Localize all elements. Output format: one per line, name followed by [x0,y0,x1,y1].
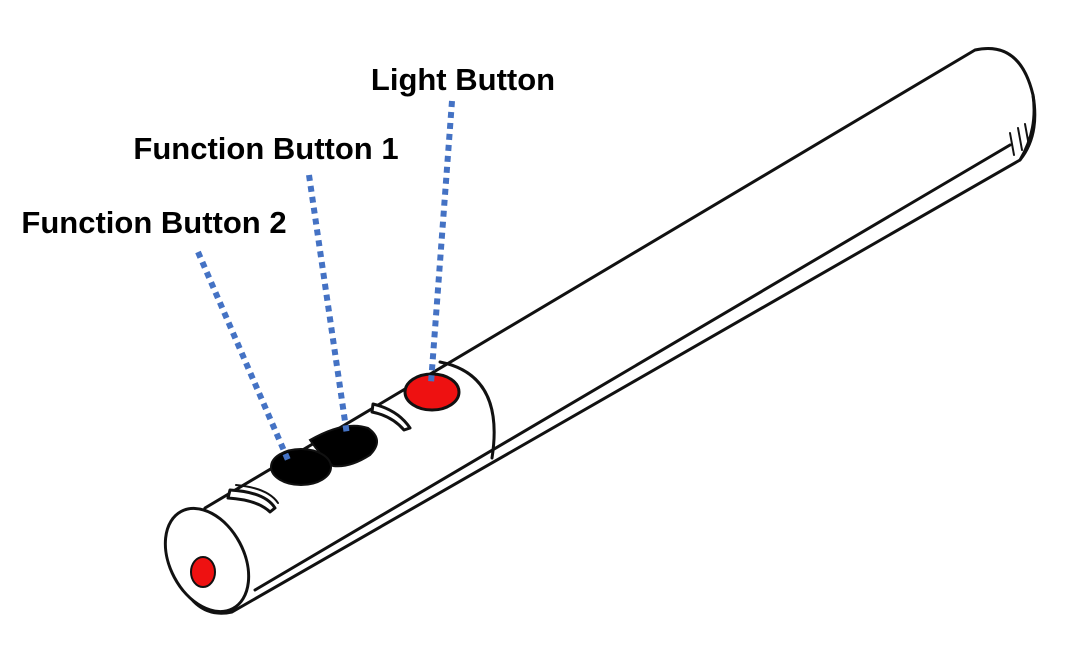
front-end-cap [163,506,251,614]
laser-aperture [190,556,216,588]
leader-light-button [428,100,455,384]
label-function-button-2: Function Button 2 [21,205,286,240]
light-button [403,372,461,412]
label-light-button: Light Button [371,62,555,97]
leader-function-button-2 [195,250,291,462]
label-function-button-1: Function Button 1 [133,131,398,166]
function-button-2 [270,448,332,486]
leader-function-button-1 [306,174,350,436]
